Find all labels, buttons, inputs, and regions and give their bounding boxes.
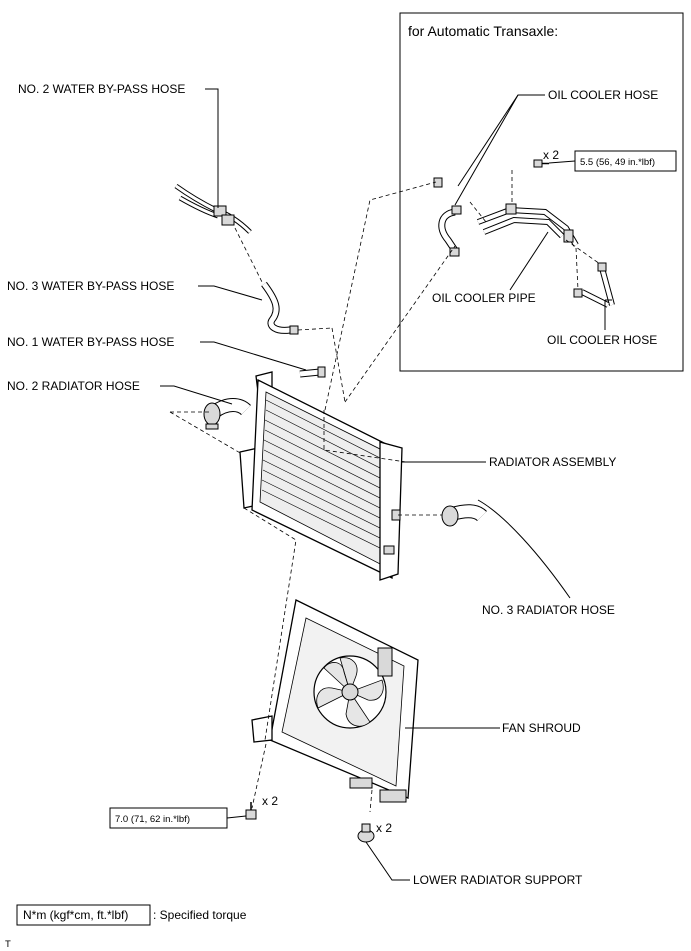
lower-radiator-support-part (357, 823, 375, 843)
oil-cooler-hose-top-label: OIL COOLER HOSE (548, 88, 658, 102)
fan-shroud-label: FAN SHROUD (502, 721, 581, 735)
no2-radiator-hose-part (203, 398, 251, 430)
no2-radiator-hose-label: NO. 2 RADIATOR HOSE (7, 379, 140, 393)
lower-radiator-support-label: LOWER RADIATOR SUPPORT (413, 873, 583, 887)
no1-water-bypass-hose-part (299, 366, 326, 378)
left-bolt-icon (245, 802, 257, 820)
left-torque-label: 7.0 (71, 62 in.*lbf) (115, 814, 190, 825)
inset-qty-label: x 2 (543, 148, 559, 162)
inset-torque-label: 5.5 (56, 49 in.*lbf) (580, 157, 655, 168)
torque-legend: N*m (kgf*cm, ft.*lbf) : Specified torque (16, 904, 247, 926)
no2-water-bypass-hose-label: NO. 2 WATER BY-PASS HOSE (18, 82, 185, 96)
no1-water-bypass-hose-label: NO. 1 WATER BY-PASS HOSE (7, 335, 174, 349)
legend-unit-box (16, 904, 151, 926)
left-fastener-qty: x 2 (262, 794, 278, 808)
no3-radiator-hose-label: NO. 3 RADIATOR HOSE (482, 603, 615, 617)
right-fastener-qty: x 2 (376, 821, 392, 835)
oil-cooler-pipe-part (476, 203, 579, 247)
oil-cooler-pipe-label: OIL COOLER PIPE (432, 291, 536, 305)
no2-water-bypass-hose-part (174, 183, 252, 234)
inset-title: for Automatic Transaxle: (408, 23, 558, 39)
no3-water-bypass-hose-label: NO. 3 WATER BY-PASS HOSE (7, 279, 174, 293)
inset-frame (399, 12, 684, 372)
legend-unit-label: N*m (kgf*cm, ft.*lbf) (23, 908, 128, 922)
radiator-assembly-label: RADIATOR ASSEMBLY (489, 455, 616, 469)
inset-bolt-icon (533, 159, 549, 168)
fan-shroud-part (251, 599, 419, 803)
oil-cooler-hose-left-part (438, 205, 462, 257)
oil-cooler-hose-lower-part (573, 262, 615, 308)
no3-radiator-hose-part (441, 504, 487, 527)
automatic-transaxle-inset: for Automatic Transaxle: (399, 12, 684, 372)
no3-water-bypass-hose-part (261, 281, 299, 335)
corner-mark: T (5, 939, 11, 950)
oil-cooler-hose-bottom-label: OIL COOLER HOSE (547, 333, 657, 347)
radiator-assembly-part (239, 371, 403, 581)
legend-description: : Specified torque (153, 908, 247, 922)
